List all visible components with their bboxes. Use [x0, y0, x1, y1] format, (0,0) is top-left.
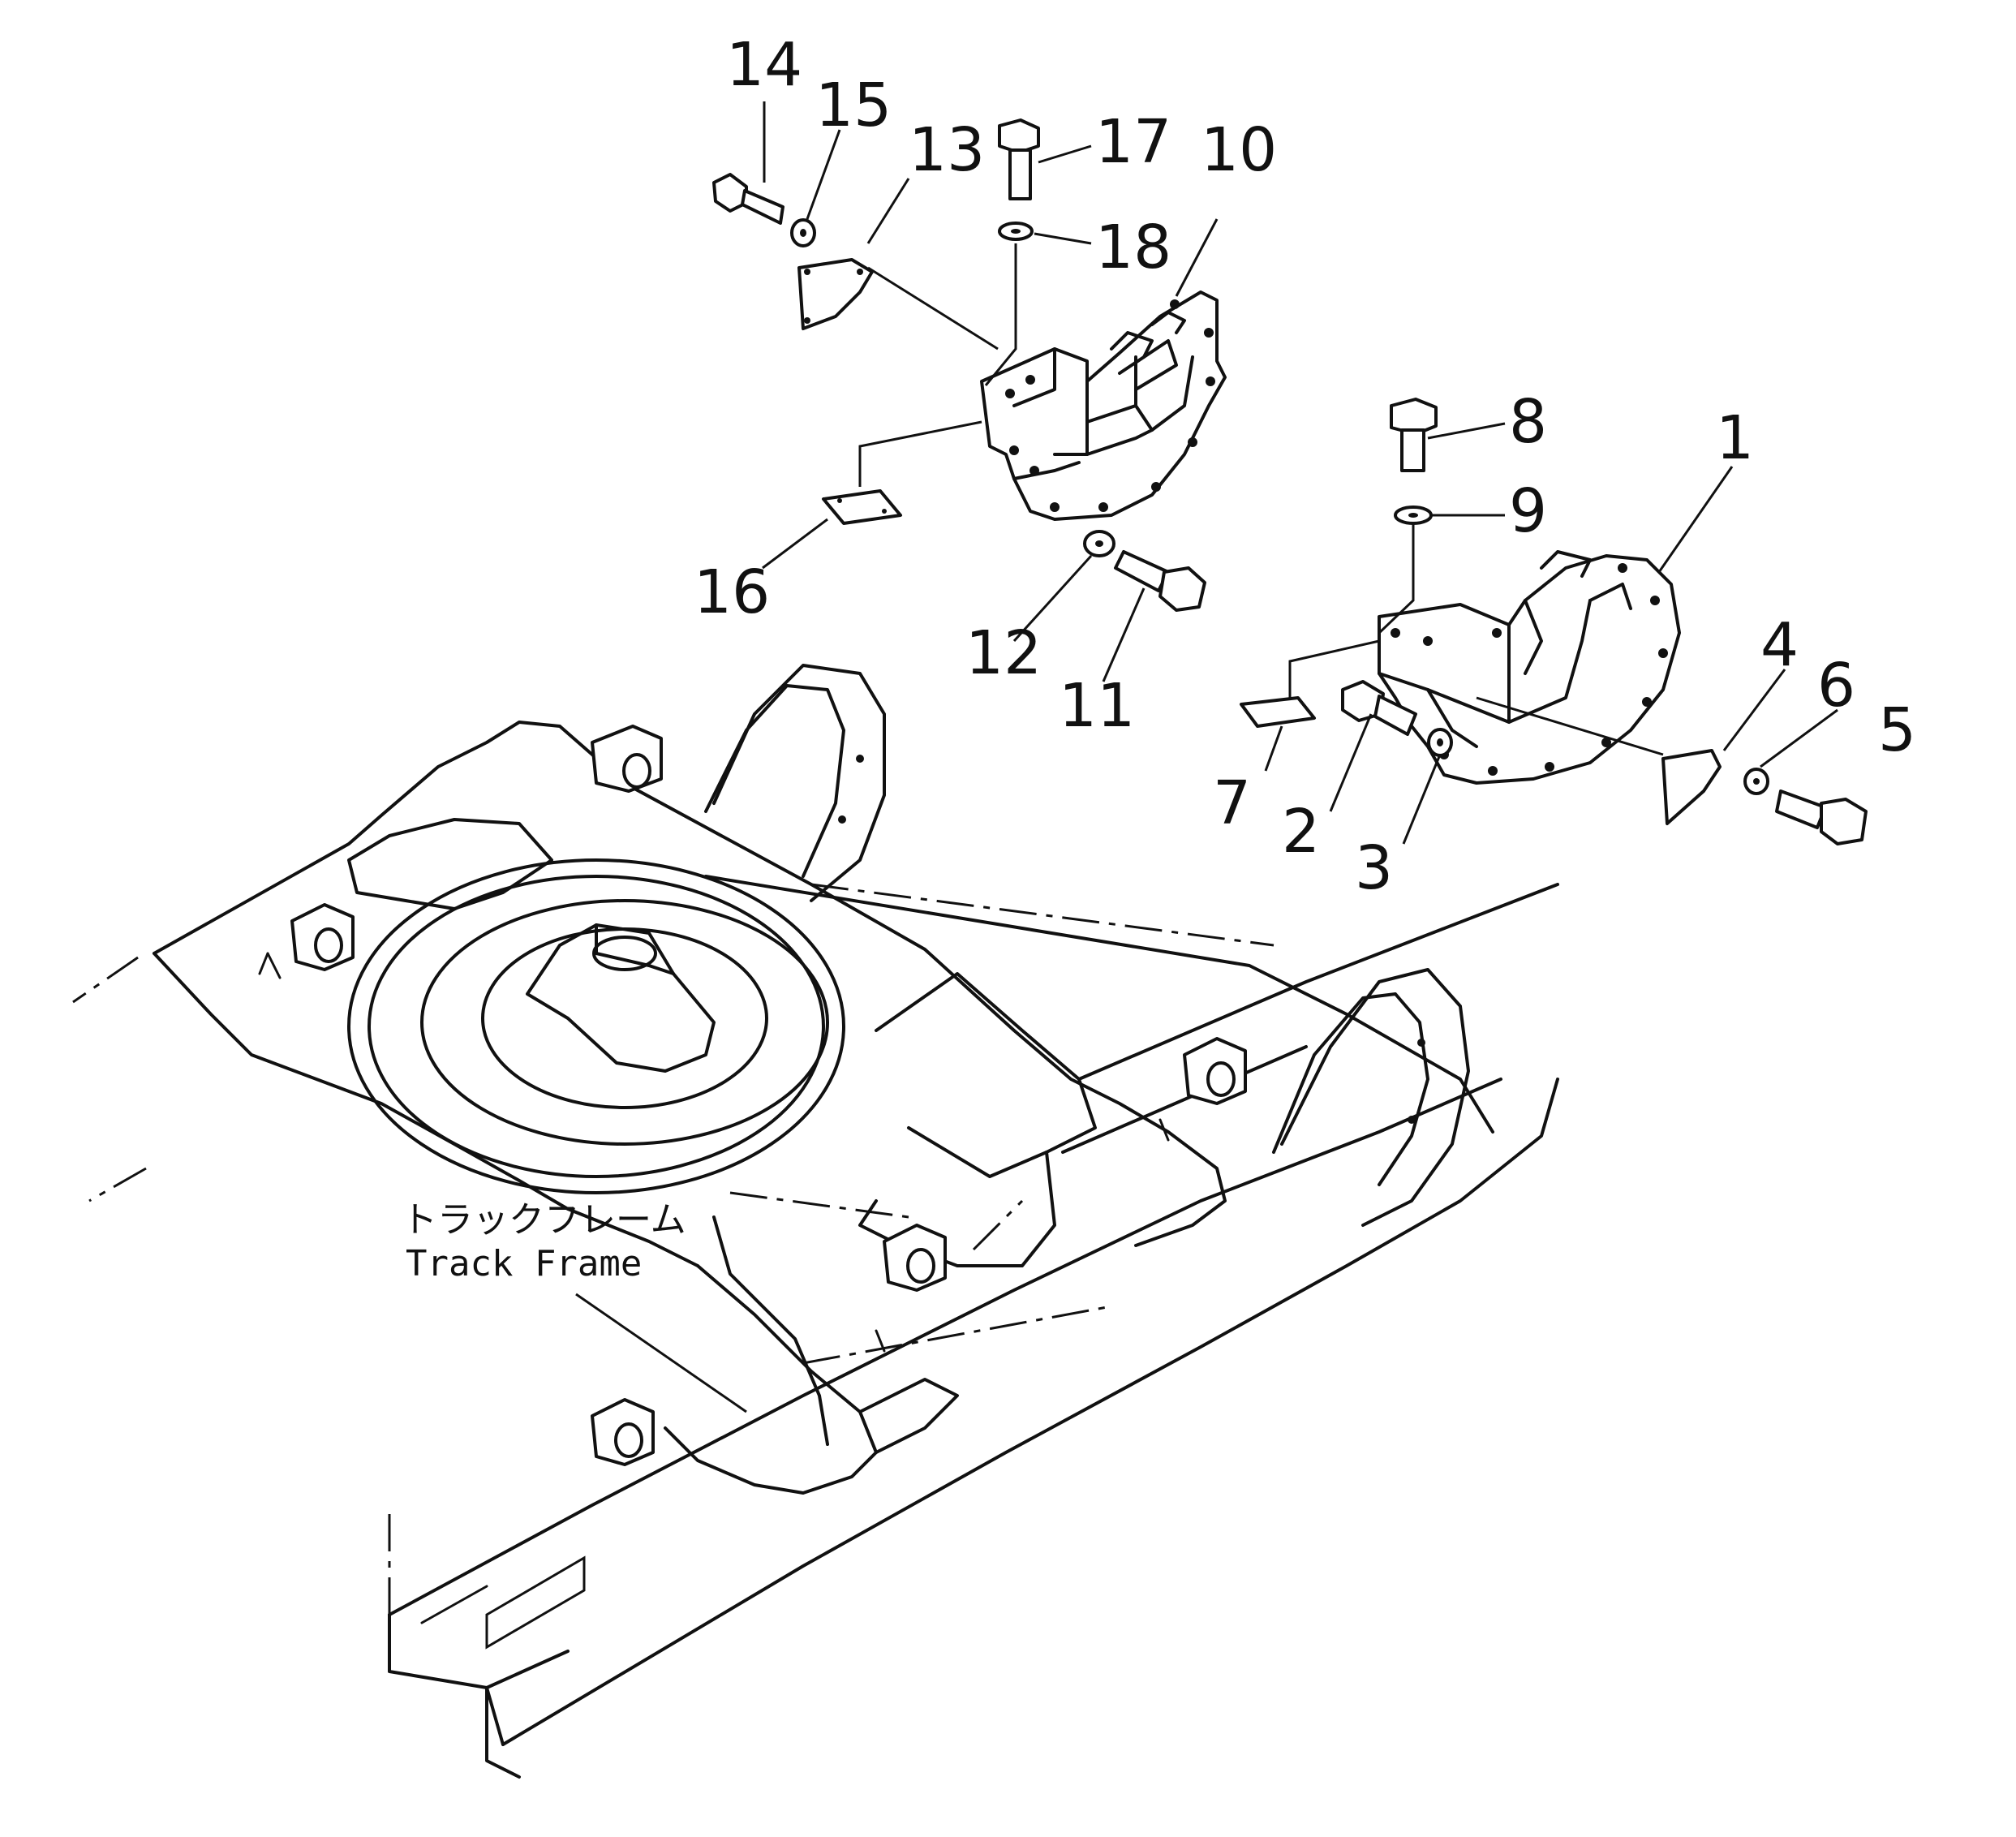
callout-7: 7 [1213, 768, 1251, 838]
callout-11: 11 [1059, 671, 1135, 741]
part-11-bolt [1114, 550, 1206, 612]
part-16-plate [822, 489, 902, 525]
part-18-washer [998, 222, 1034, 241]
callout-16: 16 [694, 557, 770, 627]
frame-support-block [290, 903, 355, 971]
part-2-bolt [1341, 680, 1417, 736]
part-12-washer [1083, 530, 1115, 557]
callout-14: 14 [726, 30, 802, 100]
part-4-plate [1661, 749, 1722, 825]
callout-2: 2 [1282, 797, 1320, 867]
part-17-bolt [998, 118, 1040, 200]
part-5-bolt [1775, 789, 1868, 845]
callout-8: 8 [1509, 387, 1547, 457]
part-3-washer [1427, 728, 1453, 757]
part-13-plate [797, 258, 874, 330]
part-6-washer [1743, 768, 1769, 795]
frame-support-block [591, 1398, 655, 1466]
frame-support-block [1183, 1037, 1247, 1105]
callout-numbers: 14 15 13 17 10 18 16 12 11 8 1 9 4 6 5 7… [694, 30, 1916, 903]
callout-9: 9 [1509, 476, 1547, 546]
part-8-bolt [1390, 398, 1438, 472]
track-frame [72, 664, 1559, 1779]
track-frame-label: トラックフレーム Track Frame [402, 1199, 686, 1284]
callout-17: 17 [1095, 107, 1171, 177]
upper-idler-bracket-assembly [980, 290, 1227, 521]
callout-5: 5 [1878, 695, 1916, 765]
callout-6: 6 [1817, 651, 1855, 721]
frame-support-block [883, 1224, 947, 1292]
frame-support-block [591, 725, 663, 793]
leader-lines [575, 101, 1838, 1413]
callout-12: 12 [965, 618, 1042, 688]
track-frame-label-jp: トラックフレーム [402, 1199, 686, 1241]
part-9-washer [1394, 505, 1433, 525]
callout-15: 15 [815, 71, 892, 140]
callout-1: 1 [1716, 403, 1754, 473]
callout-4: 4 [1760, 610, 1799, 680]
callout-13: 13 [909, 115, 985, 185]
right-idler-bracket-assembly [1378, 550, 1681, 785]
callout-10: 10 [1201, 115, 1277, 185]
part-15-washer [790, 218, 816, 247]
track-frame-label-en: Track Frame [406, 1243, 642, 1284]
part-7-plate [1240, 696, 1316, 728]
callout-3: 3 [1355, 833, 1393, 903]
callout-18: 18 [1095, 213, 1171, 282]
part-14-bolt [712, 173, 784, 225]
